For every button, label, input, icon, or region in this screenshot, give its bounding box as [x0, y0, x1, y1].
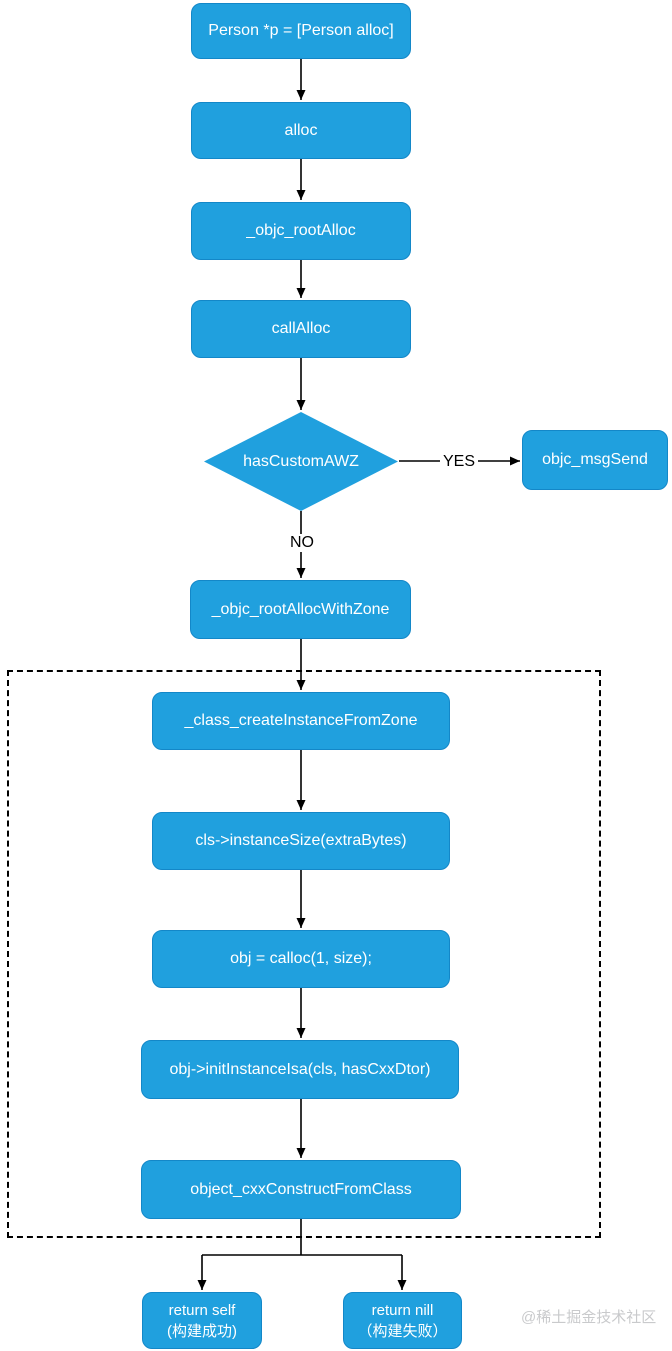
- node-call-alloc-label: callAlloc: [271, 320, 331, 337]
- node-person-alloc: Person *p = [Person alloc]: [191, 3, 411, 59]
- node-return-self-label: return self (构建成功): [167, 1300, 237, 1342]
- node-return-nill-label: return nill （构建失败）: [357, 1300, 447, 1342]
- node-class-create-instance-from-zone: _class_createInstanceFromZone: [152, 692, 450, 750]
- node-objc-root-alloc-label: _objc_rootAlloc: [246, 222, 356, 239]
- node-return-self: return self (构建成功): [142, 1292, 262, 1349]
- node-call-alloc: callAlloc: [191, 300, 411, 358]
- return-nill-line1: return nill: [371, 1301, 434, 1319]
- return-self-line1: return self: [168, 1301, 236, 1319]
- node-objc-msgsend-label: objc_msgSend: [542, 451, 648, 468]
- node-return-nill: return nill （构建失败）: [343, 1292, 462, 1349]
- node-alloc: alloc: [191, 102, 411, 159]
- node-class-create-instance-from-zone-label: _class_createInstanceFromZone: [184, 712, 418, 729]
- watermark-text: @稀土掘金技术社区: [521, 1309, 657, 1326]
- node-alloc-label: alloc: [284, 121, 318, 139]
- decision-has-custom-awz: hasCustomAWZ: [204, 412, 398, 511]
- node-person-alloc-label: Person *p = [Person alloc]: [208, 22, 394, 39]
- node-init-instance-isa: obj->initInstanceIsa(cls, hasCxxDtor): [141, 1040, 459, 1099]
- return-nill-line2: （构建失败）: [357, 1322, 448, 1340]
- node-objc-root-alloc: _objc_rootAlloc: [191, 202, 411, 260]
- edge-label-yes: YES: [439, 453, 479, 471]
- node-calloc: obj = calloc(1, size);: [152, 930, 450, 988]
- node-objc-msgsend: objc_msgSend: [522, 430, 668, 490]
- node-object-cxx-construct: object_cxxConstructFromClass: [141, 1160, 461, 1219]
- node-objc-root-alloc-with-zone: _objc_rootAllocWithZone: [190, 580, 411, 639]
- node-instance-size: cls->instanceSize(extraBytes): [152, 812, 450, 870]
- node-instance-size-label: cls->instanceSize(extraBytes): [195, 832, 407, 849]
- node-object-cxx-construct-label: object_cxxConstructFromClass: [190, 1180, 412, 1198]
- node-calloc-label: obj = calloc(1, size);: [230, 950, 372, 967]
- decision-has-custom-awz-label: hasCustomAWZ: [243, 452, 359, 470]
- return-self-line2: (构建成功): [167, 1322, 237, 1340]
- edge-label-no: NO: [287, 534, 317, 552]
- node-init-instance-isa-label: obj->initInstanceIsa(cls, hasCxxDtor): [169, 1060, 431, 1078]
- node-objc-root-alloc-with-zone-label: _objc_rootAllocWithZone: [211, 600, 390, 618]
- dashed-group-box: [7, 670, 601, 1238]
